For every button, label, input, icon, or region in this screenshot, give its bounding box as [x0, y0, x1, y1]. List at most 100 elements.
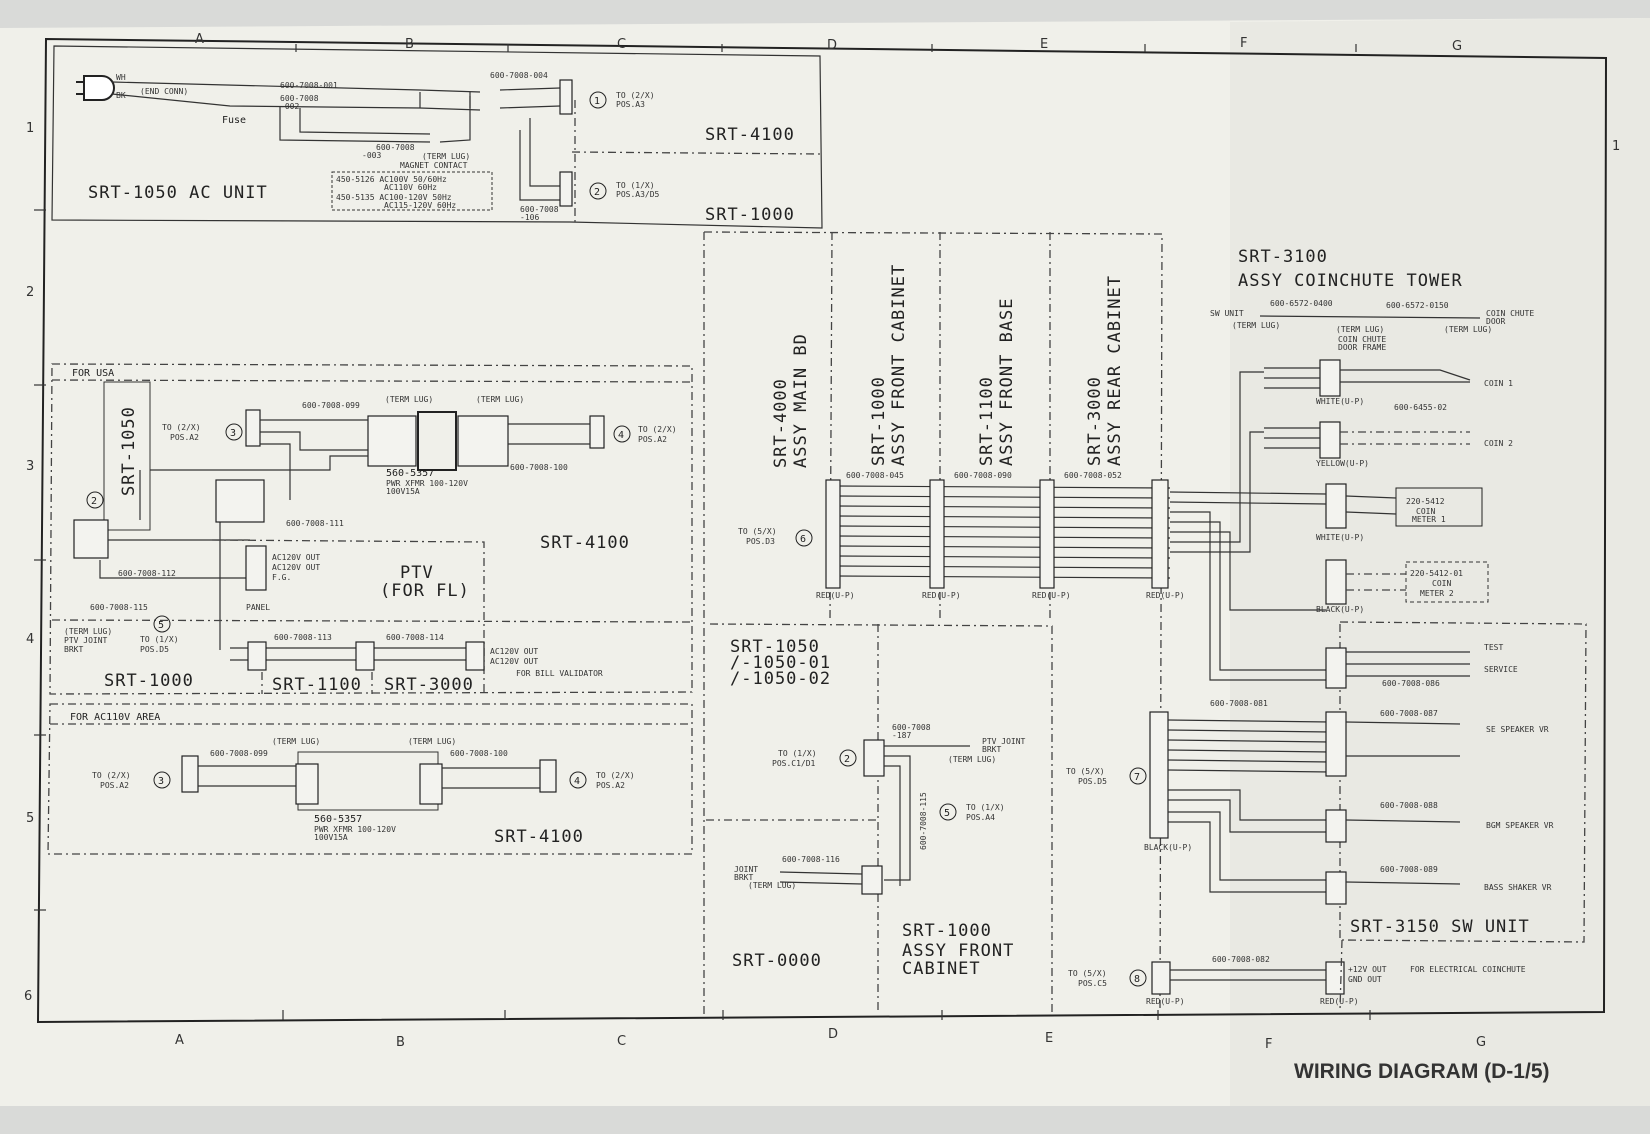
pos-a4: POS.A4: [966, 813, 995, 822]
coin1-label: COIN 1: [1484, 379, 1513, 388]
wire-088: 600-7008-088: [1380, 801, 1438, 810]
srt1050-vert-label: SRT-1050: [119, 406, 139, 496]
right-routing: [1170, 371, 1330, 681]
col-label-b-top: B: [405, 37, 414, 52]
wire-0002b-label: -002: [280, 102, 299, 111]
wire-0003-label: 600-7008: [376, 143, 415, 152]
mc-row-1: 450-5126 AC100V 50/60Hz: [336, 175, 447, 184]
srt1000-top-label: SRT-1000: [705, 205, 795, 225]
panel-label: PANEL: [246, 603, 270, 612]
connector-ac-2: [559, 171, 573, 207]
red-label-elec-a: RED(U-P): [1146, 997, 1185, 1006]
connector-usa-a: [245, 409, 261, 447]
wire-099-ac110: 600-7008-099: [210, 749, 268, 758]
connector-ptv: [245, 545, 267, 591]
circle-2-center-num: 2: [844, 754, 850, 765]
connector-main-b: [929, 479, 945, 589]
brkt-label: BRKT: [64, 645, 83, 654]
row-label-6: 6: [24, 989, 32, 1004]
connector-1050: [863, 739, 885, 777]
lower-center-frame: [709, 623, 1053, 1012]
wire-086: 600-7008-086: [1382, 679, 1440, 688]
xfmr-usa-1: 560-5357: [386, 468, 434, 479]
plus12-label: +12V OUT: [1348, 965, 1387, 974]
col-label-e-top: E: [1040, 37, 1048, 52]
connector-se-vr: [1325, 711, 1347, 777]
red-label-4: RED(U-P): [1146, 591, 1185, 600]
front-base-label-2: ASSY FRONT BASE: [997, 297, 1017, 466]
connector-usa-c: [215, 479, 265, 523]
circle-2-center: [839, 749, 857, 767]
wh-label: WH: [116, 73, 126, 82]
to-2x-a2-ac110-r: TO (2/X): [596, 771, 635, 780]
srt4100-bot-label: SRT-4100: [494, 827, 584, 847]
joint-label: JOINT: [734, 865, 758, 874]
main-bd-label-2: ASSY MAIN BD: [791, 333, 811, 468]
pos-a2-usa-r: POS.A2: [638, 435, 667, 444]
circle-1-top-num: 1: [594, 96, 600, 107]
test-service-wiring: [1346, 651, 1470, 677]
test-label: TEST: [1484, 643, 1503, 652]
fuse-label: Fuse: [222, 115, 246, 126]
connector-joint: [861, 865, 883, 895]
coin-meter-2-b: COIN: [1432, 579, 1451, 588]
wire-099-usa: 600-7008-099: [302, 401, 360, 410]
connector-elec-b: [1325, 961, 1345, 995]
elec-coinchute-wiring: [1170, 969, 1326, 981]
usa-wiring: [99, 419, 590, 650]
red-label-2: RED(U-P): [922, 591, 961, 600]
power-plug-icon: [83, 75, 115, 101]
wire-100-usa: 600-7008-100: [510, 463, 568, 472]
srt1050-list-3: /-1050-02: [730, 669, 831, 689]
col-label-g-top: G: [1452, 39, 1462, 54]
terminal-block-2: [457, 415, 509, 467]
outer-frame: [36, 37, 1608, 1024]
coin-chute-frame: COIN CHUTE: [1338, 335, 1386, 344]
circle-2-top-num: 2: [594, 187, 600, 198]
wire-081: 600-7008-081: [1210, 699, 1268, 708]
xfmr-usa-2: PWR XFMR 100-120V: [386, 479, 468, 488]
front-cab-low-2: ASSY FRONT: [902, 941, 1014, 961]
pos-a2-ac110: POS.A2: [100, 781, 129, 790]
mc-row-2: 450-5135 AC100-120V 50Hz: [336, 193, 452, 202]
connector-ac110-b: [539, 759, 557, 793]
front-cab-low-3: CABINET: [902, 959, 981, 979]
black-label-meter: BLACK(U-P): [1316, 605, 1364, 614]
end-conn-label: (END CONN): [140, 87, 188, 96]
terminal-block-3: [295, 763, 319, 805]
magnet-contact-table: [331, 171, 493, 211]
ptv-joint-wiring: [884, 745, 970, 886]
wire-455: 600-6455-02: [1394, 403, 1447, 412]
circle-8-num: 8: [1134, 974, 1140, 985]
terminal-block-1: [367, 415, 417, 467]
row-label-1-right: 1: [1612, 139, 1620, 154]
to-1x-c1: TO (1/X): [778, 749, 817, 758]
circle-2-top: [589, 182, 607, 200]
bass-shaker-label: BASS SHAKER VR: [1484, 883, 1552, 892]
wire-090: 600-7008-090: [954, 471, 1012, 480]
wire-116: 600-7008-116: [782, 855, 840, 864]
connector-lower-a: [247, 641, 267, 671]
wire-111: 600-7008-111: [286, 519, 344, 528]
connector-coin1: [1319, 359, 1341, 397]
white-label-meter: WHITE(U-P): [1316, 533, 1364, 542]
circle-2-usa: [86, 491, 104, 509]
wire-187: 600-7008: [892, 723, 931, 732]
circle-3-usa-num: 3: [230, 428, 236, 439]
term-lug-usa-3: (TERM LUG): [64, 627, 112, 636]
for-usa-label: FOR USA: [72, 368, 114, 379]
grid-labels-rows: 1 2 3 4 5 6 1: [24, 121, 1620, 1004]
rear-cab-label-2: ASSY REAR CABINET: [1105, 275, 1125, 466]
srt1000-mid-label: SRT-1000: [104, 671, 194, 691]
red-label-elec-b: RED(U-P): [1320, 997, 1359, 1006]
front-cab-low-1: SRT-1000: [902, 921, 992, 941]
row-label-5: 5: [26, 811, 34, 826]
connector-lower-c: [465, 641, 485, 671]
bgm-speaker-label: BGM SPEAKER VR: [1486, 821, 1554, 830]
transformer-body: [417, 411, 457, 471]
wire-089: 600-7008-089: [1380, 865, 1438, 874]
to-2x-a2-ac110: TO (2/X): [92, 771, 131, 780]
coin-switch-wiring: [1264, 367, 1471, 449]
xfmr-ac110-2: PWR XFMR 100-120V: [314, 825, 396, 834]
